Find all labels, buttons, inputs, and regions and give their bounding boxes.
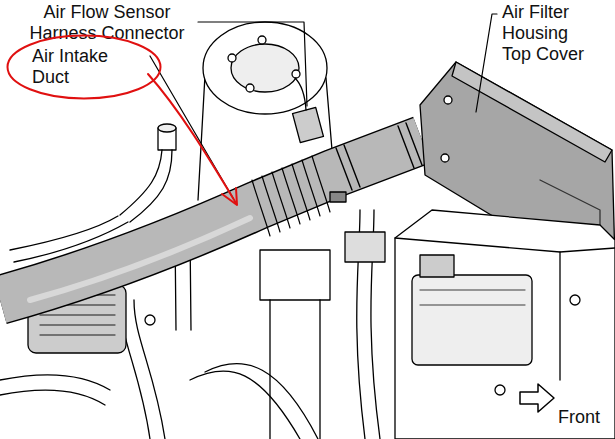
direction-label: Front [556, 407, 612, 428]
part-label: Air Intake Duct [32, 46, 136, 88]
red-ellipse [8, 36, 161, 99]
part-label: Air Filter Housing Top Cover [500, 2, 596, 65]
circled-part-label: Air Intake Duct [6, 34, 162, 100]
red-circle-outline [6, 34, 162, 100]
